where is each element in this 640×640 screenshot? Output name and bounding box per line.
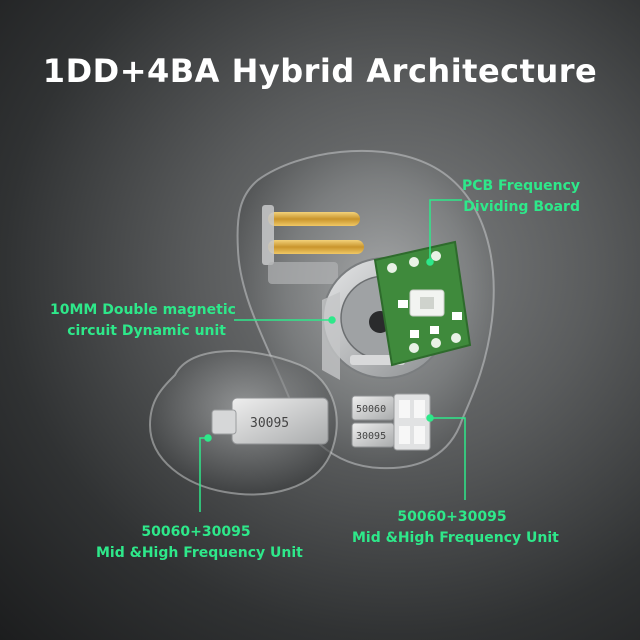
callout-lines [199, 199, 466, 512]
callout-ba-right-line2: Mid &High Frequency Unit [352, 530, 559, 546]
ba-unit-right: 50060 30095 [351, 393, 431, 451]
callout-dynamic: 10MM Double magnetic circuit Dynamic uni… [50, 300, 236, 342]
callout-pcb-line2: Dividing Board [463, 199, 580, 215]
callout-pcb-line1: PCB Frequency [461, 178, 580, 194]
page-title: 1DD+4BA Hybrid Architecture [42, 52, 598, 90]
ba-unit-left: 30095 [211, 397, 329, 445]
ba-right-bottom-marking: 30095 [356, 431, 386, 442]
ba-left-marking: 30095 [250, 416, 289, 431]
callout-ba-right: 50060+30095 Mid &High Frequency Unit [352, 507, 559, 549]
gold-pins [262, 205, 364, 284]
pcb-board [373, 240, 472, 367]
callout-pcb: PCB Frequency Dividing Board [462, 176, 580, 218]
ba-right-top-marking: 50060 [356, 404, 386, 415]
callout-ba-right-line1: 50060+30095 [397, 509, 507, 525]
callout-ba-left-line1: 50060+30095 [141, 524, 251, 540]
callout-dynamic-line2: circuit Dynamic unit [67, 323, 226, 339]
callout-ba-left-line2: Mid &High Frequency Unit [96, 545, 303, 561]
callout-dynamic-line1: 10MM Double magnetic [50, 302, 236, 318]
callout-ba-left: 50060+30095 Mid &High Frequency Unit [96, 522, 303, 564]
